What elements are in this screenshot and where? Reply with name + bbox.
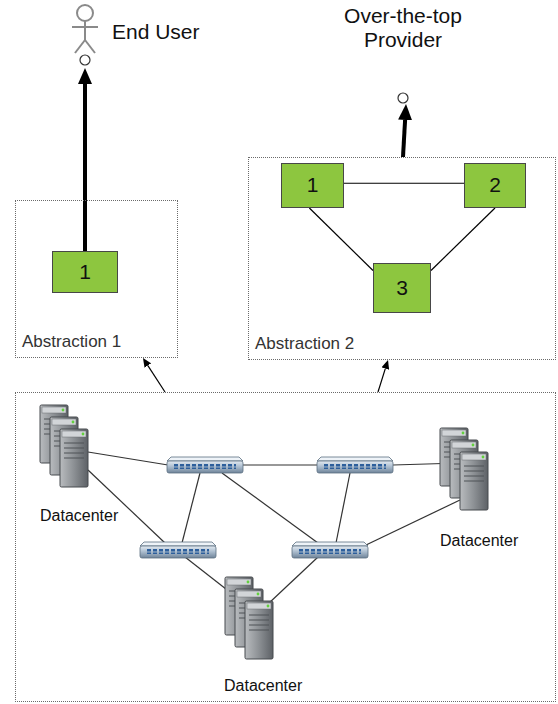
node-number: 2 — [489, 173, 501, 197]
provider-port — [398, 93, 408, 103]
abstraction-arrow — [148, 366, 165, 392]
network-switch — [317, 457, 393, 473]
end-user-figure — [72, 5, 98, 53]
frame-title: Abstraction 1 — [22, 332, 121, 352]
infrastructure-frame: DatacenterDatacenterDatacenter — [15, 392, 556, 702]
actor-node: Over-the-top Provider — [320, 2, 492, 104]
end-user-port — [80, 55, 90, 65]
network-switch — [292, 542, 368, 558]
virtual-node: 1 — [52, 251, 118, 293]
node-number: 1 — [79, 260, 91, 284]
datacenter-label: Datacenter — [440, 532, 518, 550]
access-arrow — [83, 84, 87, 251]
virtual-node: 1 — [281, 163, 344, 208]
frame-title: Abstraction 2 — [255, 334, 354, 354]
abstraction-frame: 1 2 3Abstraction 2 — [248, 157, 556, 360]
datacenter-label: Datacenter — [224, 677, 302, 695]
abstraction-frame: 1Abstraction 1 — [15, 200, 178, 358]
virtual-link — [309, 208, 373, 271]
actor-node: End User — [60, 2, 240, 68]
node-number: 1 — [307, 173, 319, 197]
network-links — [88, 452, 460, 604]
virtual-link — [431, 208, 495, 271]
virtual-node: 3 — [373, 263, 431, 313]
network-switch — [167, 457, 243, 473]
datacenter-servers — [225, 577, 273, 659]
access-arrow — [403, 120, 405, 157]
actor-label: End User — [112, 20, 200, 44]
network-switch — [140, 542, 216, 558]
datacenter-servers — [440, 428, 488, 510]
abstraction-arrow — [378, 369, 385, 392]
virtual-node: 2 — [464, 163, 526, 208]
virtual-link — [344, 183, 464, 184]
datacenter-servers — [40, 405, 88, 487]
node-number: 3 — [396, 276, 408, 300]
datacenter-label: Datacenter — [40, 507, 118, 525]
actor-label: Over-the-top Provider — [320, 4, 486, 52]
